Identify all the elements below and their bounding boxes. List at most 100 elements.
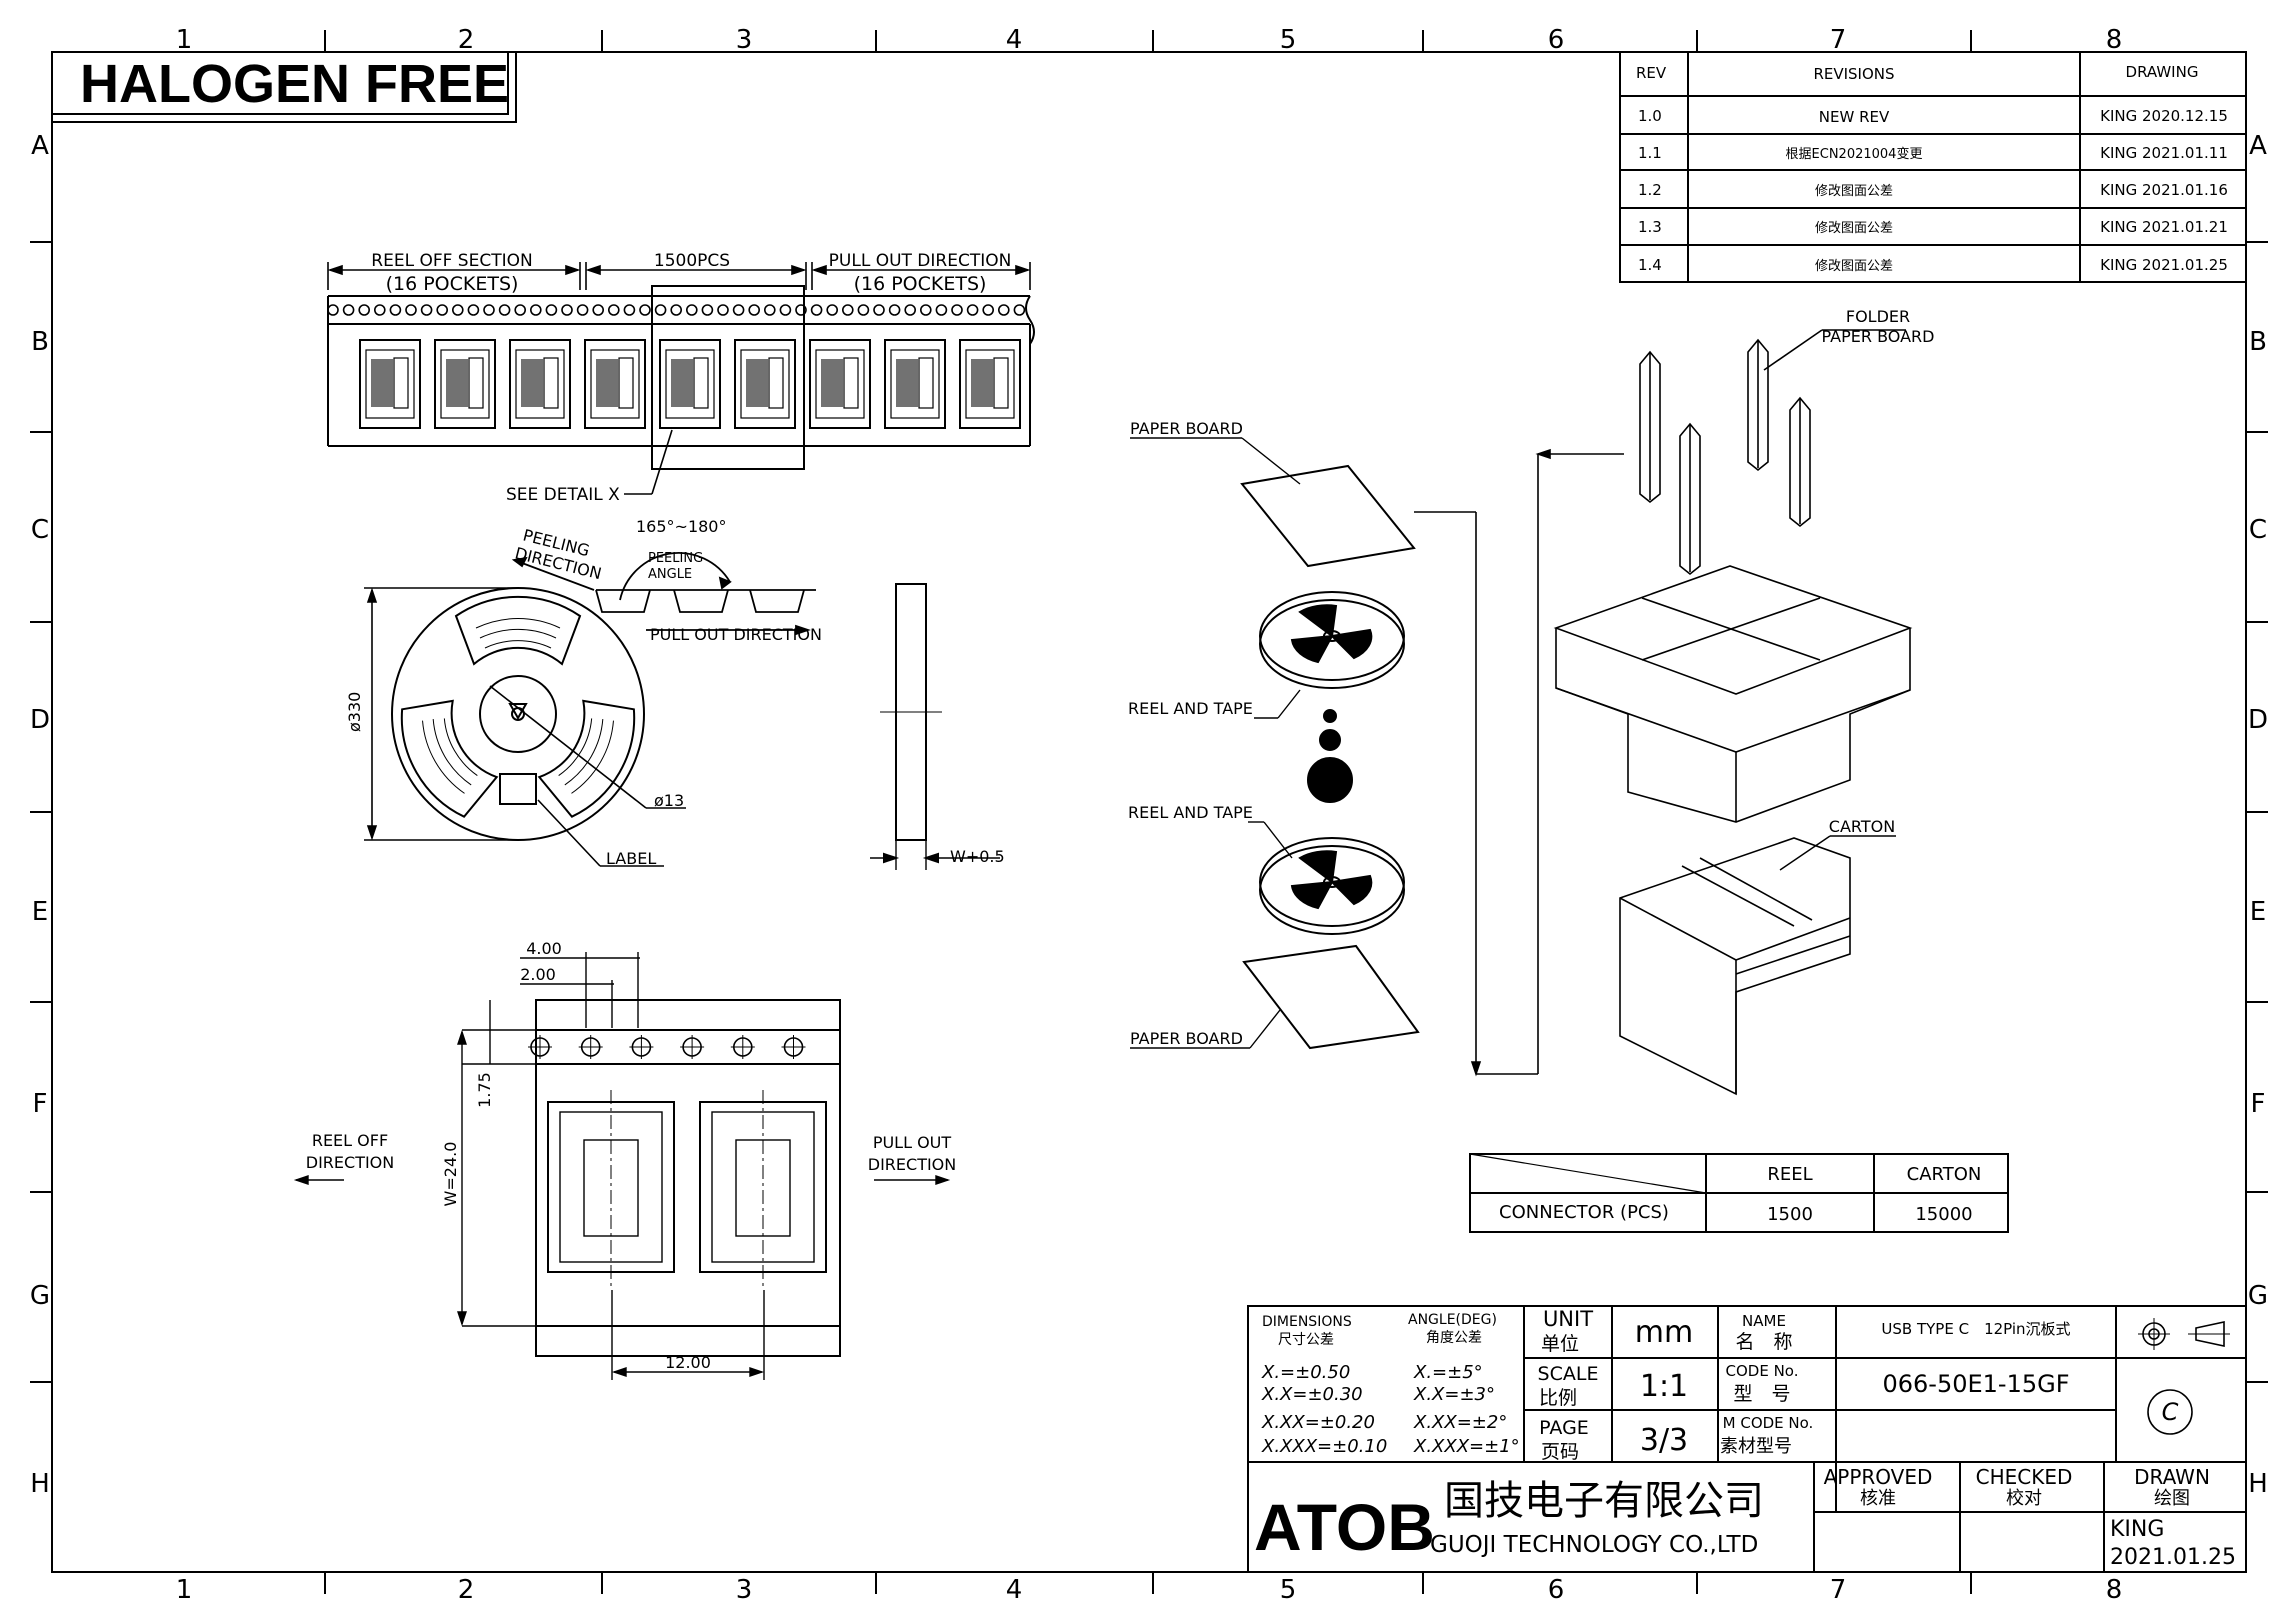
ang-xxxx: X.XXX=±1°: [1413, 1436, 1520, 1457]
rev-number: 1.0: [1638, 107, 1662, 125]
sprocket-hole: [467, 304, 480, 316]
packing-spacers: [1307, 709, 1353, 803]
row-label: A: [31, 131, 49, 161]
sprocket-hole: [389, 304, 402, 316]
packing-open-box: [1553, 565, 1913, 823]
packing-carton: [1619, 835, 1896, 1096]
reel-dimension-lines: [364, 587, 686, 867]
connector-pins: [521, 359, 543, 407]
pull-out-label: PULL OUT: [873, 1133, 952, 1152]
connector-pins: [746, 359, 768, 407]
folder-label: FOLDER: [1846, 307, 1910, 326]
rev-number: 1.1: [1638, 144, 1662, 162]
row-label: D: [2248, 705, 2268, 735]
peeling-detail: [511, 552, 816, 636]
angle-label: ANGLE(DEG): [1408, 1312, 1497, 1328]
sprocket-hole: [919, 304, 932, 316]
page-label: PAGE: [1539, 1417, 1589, 1439]
sprocket-hole: [841, 304, 854, 316]
row-label: G: [2248, 1281, 2268, 1311]
drawn-by: KING: [2110, 1517, 2164, 1542]
company-name-cn: 国技电子有限公司: [1444, 1478, 1764, 1524]
detail-x-box: [651, 285, 805, 470]
unit-cn-label: 单位: [1541, 1333, 1579, 1355]
sprocket-hole: [561, 304, 573, 316]
connector-shell: [993, 357, 1009, 409]
reel-side-view: [870, 583, 1000, 870]
tol-xxxx: X.XXX=±0.10: [1261, 1436, 1387, 1457]
col-label: 6: [1548, 25, 1565, 55]
sprocket-hole: [342, 304, 355, 316]
reel-pull-out-label: PULL OUT DIRECTION: [650, 625, 822, 644]
code-no-label: CODE No.: [1726, 1362, 1799, 1380]
sprocket-hole: [810, 304, 823, 316]
reel-off-pockets-label: (16 POCKETS): [386, 273, 519, 295]
row-label: A: [2249, 131, 2267, 161]
row-label: F: [33, 1089, 48, 1119]
reel-off-label: REEL OFF: [312, 1131, 388, 1150]
tape-pocket: [434, 339, 496, 429]
rev-drawing: KING 2021.01.16: [2100, 181, 2228, 199]
drawn-date: 2021.01.25: [2110, 1545, 2236, 1570]
paper-board-bottom-label: PAPER BOARD: [1130, 1029, 1243, 1048]
connector-pins: [896, 359, 918, 407]
rev-description: 修改图面公差: [1815, 221, 1893, 236]
rev-description: NEW REV: [1819, 108, 1890, 126]
col-label: 2: [458, 25, 475, 55]
sprocket-hole: [529, 304, 542, 316]
checked-label: CHECKED: [1976, 1465, 2073, 1489]
tol-xxx: X.XX=±0.20: [1261, 1412, 1375, 1433]
detail-sprocket-holes: [528, 1035, 806, 1059]
connector-body: [815, 349, 865, 419]
rev-drawing: KING 2021.01.11: [2100, 144, 2228, 162]
carrier-tape-strip: [327, 295, 1035, 447]
approved-label: APPROVED: [1824, 1465, 1933, 1489]
row-label: E: [32, 897, 48, 927]
reel-off-direction-label: DIRECTION: [306, 1153, 395, 1172]
reel-and-tape-label-1: REEL AND TAPE: [1128, 699, 1253, 718]
rev-drawing: KING 2021.01.25: [2100, 256, 2228, 274]
code-no-cn-label: 型 号: [1733, 1383, 1790, 1405]
see-detail-label: SEE DETAIL X: [506, 485, 620, 505]
qty-col-reel: REEL: [1767, 1164, 1812, 1185]
sprocket-hole: [685, 304, 698, 316]
sprocket-hole: [857, 304, 870, 316]
m-code-cn-label: 素材型号: [1720, 1436, 1792, 1457]
ang-xx: X.X=±3°: [1413, 1384, 1495, 1405]
dim-2-label: 2.00: [520, 965, 556, 984]
connector-pins: [596, 359, 618, 407]
qty-row-label: CONNECTOR (PCS): [1499, 1202, 1669, 1223]
page-cn-label: 页码: [1541, 1441, 1579, 1463]
connector-body: [965, 349, 1015, 419]
sprocket-hole: [888, 304, 901, 316]
connector-shell: [618, 357, 634, 409]
unit-value: mm: [1635, 1315, 1693, 1350]
tape-pocket: [734, 339, 796, 429]
product-name: USB TYPE C 12Pin沉板式: [1881, 1320, 2070, 1338]
sprocket-hole: [951, 304, 963, 316]
dim-4-label: 4.00: [526, 939, 562, 958]
peeling-angle-label: PEELING: [648, 551, 703, 566]
connector-shell: [918, 357, 934, 409]
connector-pins: [371, 359, 393, 407]
scale-label: SCALE: [1538, 1363, 1599, 1385]
rev-drawing: KING 2021.01.21: [2100, 218, 2228, 236]
sprocket-hole: [779, 304, 792, 316]
reel-off-section-label: REEL OFF SECTION: [371, 251, 532, 271]
tape-pocket: [959, 339, 1021, 429]
ang-xxx: X.XX=±2°: [1413, 1412, 1507, 1433]
paper-board-top-label: PAPER BOARD: [1130, 419, 1243, 438]
col-label: 8: [2106, 1575, 2123, 1605]
rev-description: 修改图面公差: [1815, 259, 1893, 274]
tape-dimension-lines: [327, 262, 1031, 495]
revision-table: [1619, 51, 2247, 283]
sprocket-hole: [732, 304, 745, 316]
rev-number: 1.3: [1638, 218, 1662, 236]
col-label: 3: [736, 1575, 753, 1605]
tape-pocket: [509, 339, 571, 429]
qty-col-carton: CARTON: [1907, 1164, 1982, 1185]
col-label: 8: [2106, 25, 2123, 55]
sprocket-hole: [1013, 304, 1026, 316]
connector-shell: [843, 357, 859, 409]
